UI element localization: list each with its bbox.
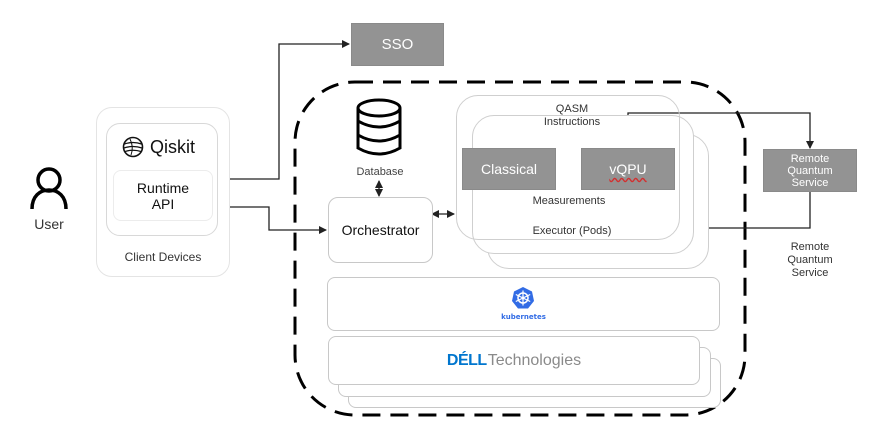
vqpu-label: vQPU	[609, 161, 647, 177]
dell-technologies-layer: DÉLL Technologies	[328, 336, 700, 385]
remote-quantum-service-caption: Remote Quantum Service	[770, 241, 850, 280]
classical-label: Classical	[480, 161, 537, 177]
dell-brand: DÉLL	[446, 351, 487, 369]
qiskit-label: Qiskit	[150, 136, 195, 157]
remote-caption-line1: Remote	[790, 241, 830, 253]
arrow-api-to-sso	[212, 40, 350, 180]
orchestrator-box[interactable]: Orchestrator	[328, 197, 433, 263]
classical-box[interactable]: Classical	[462, 148, 556, 190]
executor-pods-label: Executor (Pods)	[532, 225, 612, 237]
database-icon	[356, 98, 402, 156]
user-icon	[30, 167, 68, 209]
remote-quantum-service-box[interactable]: Remote Quantum Service	[763, 149, 857, 192]
dell-suffix: Technologies	[487, 351, 582, 369]
user-actor: User	[18, 163, 80, 235]
client-devices-label: Client Devices	[124, 250, 202, 264]
qasm-label-line1: QASM	[555, 103, 589, 115]
qasm-instructions-label: QASM Instructions	[522, 103, 622, 129]
sso-box[interactable]: SSO	[351, 23, 444, 66]
runtime-api-label-line1: Runtime	[136, 179, 190, 196]
sso-label: SSO	[381, 36, 414, 53]
remote-box-line1: Remote	[790, 152, 830, 165]
qiskit-globe-icon	[122, 136, 144, 158]
dell-logo: DÉLL Technologies	[447, 352, 581, 370]
runtime-api-box[interactable]: Runtime API	[113, 170, 213, 221]
orchestrator-label: Orchestrator	[341, 222, 420, 238]
remote-caption-line3: Service	[791, 267, 829, 279]
qasm-label-line2: Instructions	[543, 116, 601, 128]
kubernetes-label: kubernetes	[501, 313, 546, 321]
cluster-boundary	[293, 80, 747, 417]
runtime-api-label-line2: API	[151, 195, 175, 212]
remote-box-line3: Service	[791, 176, 829, 189]
measurements-label: Measurements	[532, 195, 606, 207]
qiskit-brand: Qiskit	[122, 136, 195, 158]
executor-pod[interactable]	[456, 95, 680, 240]
kubernetes-layer: kubernetes	[327, 277, 720, 331]
remote-caption-line2: Quantum	[787, 254, 833, 266]
remote-box-line2: Quantum	[787, 164, 833, 177]
kubernetes-helm-icon	[512, 287, 534, 309]
database-label: Database	[356, 166, 404, 178]
arrow-api-to-orchestrator	[212, 206, 327, 234]
user-label: User	[34, 216, 64, 232]
vqpu-box[interactable]: vQPU	[581, 148, 675, 190]
